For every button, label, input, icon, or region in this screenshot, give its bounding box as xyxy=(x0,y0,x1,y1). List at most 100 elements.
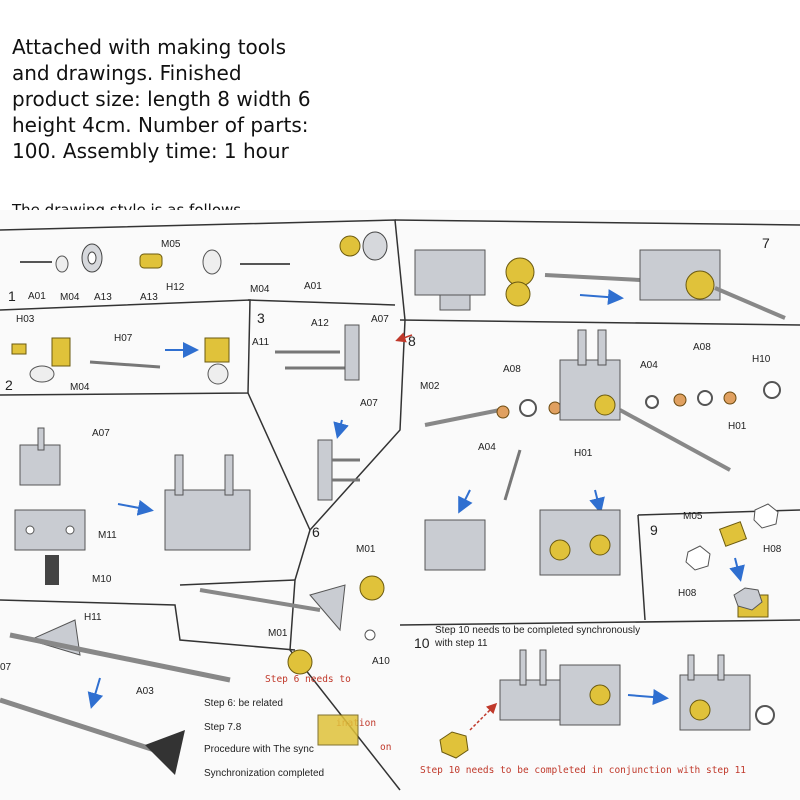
part-label: A07 xyxy=(92,428,110,439)
direction-arrow xyxy=(579,289,624,306)
step-3-panel: 3 A12 A07 A11 A07 xyxy=(252,310,389,501)
part-bracket xyxy=(344,324,360,381)
part-label: M01 xyxy=(356,544,376,555)
part-frame xyxy=(499,679,561,721)
part-label: M04 xyxy=(250,284,270,295)
part-rod xyxy=(199,588,321,612)
part-screw xyxy=(424,408,501,427)
part-label: M04 xyxy=(60,292,80,303)
step-10-panel: 10 Step 10 needs to be completed synchro… xyxy=(414,625,775,776)
part-label: A07 xyxy=(371,314,389,325)
step-note: Step 6: be related xyxy=(204,698,283,709)
part-washer xyxy=(55,255,69,273)
part-label: A13 xyxy=(94,292,112,303)
step-number: 6 xyxy=(312,524,320,540)
red-note: Step 6 needs to xyxy=(265,674,351,685)
step-7-panel: 7 xyxy=(414,235,786,320)
red-note-fragment: on xyxy=(380,742,391,753)
part-bracket xyxy=(145,730,185,775)
part-label: 07 xyxy=(0,662,12,673)
part-brass-nut xyxy=(439,731,469,759)
step-1-panel: 1 M05 A01 M04 A13 H12 A13 M04 A01 xyxy=(8,231,388,304)
part-label: M10 xyxy=(92,574,112,585)
part-bracket xyxy=(317,439,333,501)
headline-text: Attached with making tools and drawings.… xyxy=(12,34,372,164)
step-9-panel: 9 M05 H08 H08 xyxy=(650,503,782,618)
step-6-panel: 6 M01 M01 A10 Step 6 needs to Step 6: be… xyxy=(199,524,391,779)
headline-line: and drawings. Finished xyxy=(12,61,242,85)
part-label: A11 xyxy=(252,337,269,348)
direction-arrow xyxy=(729,557,745,582)
headline-line: product size: length 8 width 6 xyxy=(12,87,311,111)
step-5-panel: H11 07 A03 xyxy=(0,612,231,775)
part-rod xyxy=(89,360,161,369)
part-label: A07 xyxy=(360,398,378,409)
step-number: 7 xyxy=(762,235,770,251)
direction-arrow xyxy=(627,689,669,706)
part-label: M11 xyxy=(98,530,117,541)
part-label: M05 xyxy=(161,239,181,250)
part-long-rod xyxy=(0,697,171,758)
step-4-panel: A07 M11 M10 xyxy=(14,427,251,585)
part-rod xyxy=(619,408,731,472)
step-number: 8 xyxy=(408,333,416,349)
part-label: A08 xyxy=(693,342,711,353)
part-label: A01 xyxy=(28,291,46,302)
part-long-rod xyxy=(9,632,231,683)
part-brass-coupler xyxy=(718,521,748,547)
part-nut xyxy=(362,231,388,261)
step-header: Step 10 needs to be completed synchronou… xyxy=(435,625,640,636)
part-label: H07 xyxy=(114,333,133,344)
headline-line: Attached with making tools xyxy=(12,35,286,59)
direction-arrow xyxy=(589,489,605,514)
part-rod xyxy=(544,273,641,282)
part-brass-wheel xyxy=(339,235,361,257)
step-number: 2 xyxy=(5,377,13,393)
part-brass-coupler xyxy=(139,253,163,269)
step-number: 3 xyxy=(257,310,265,326)
part-label: M02 xyxy=(420,381,440,392)
step-8-panel: 8 M02 A08 A04 A08 H10 H01 A04 H01 xyxy=(395,329,781,576)
part-label: A08 xyxy=(503,364,521,375)
part-assembly xyxy=(164,489,251,551)
part-nut xyxy=(685,545,711,571)
step-number: 1 xyxy=(8,288,16,304)
part-brass-wheel xyxy=(287,649,313,675)
part-washer xyxy=(29,365,55,383)
part-brass-bushing xyxy=(11,343,27,355)
instruction-sheet: 1 M05 A01 M04 A13 H12 A13 M04 A01 2 H03 … xyxy=(0,210,800,800)
part-label: H01 xyxy=(728,421,747,432)
direction-arrow xyxy=(117,499,154,516)
step-2-panel: 2 H03 H07 M04 xyxy=(5,314,230,393)
part-assembled-axle xyxy=(204,337,230,363)
part-bolt xyxy=(45,555,59,585)
part-brass-wheel xyxy=(359,575,385,601)
direction-arrow xyxy=(458,489,473,514)
part-washer xyxy=(202,249,222,275)
part-label: A12 xyxy=(311,318,329,329)
part-label: H08 xyxy=(678,588,697,599)
part-label: A01 xyxy=(304,281,322,292)
part-label: M05 xyxy=(683,511,703,522)
part-assembly xyxy=(424,519,486,571)
step-note: Synchronization completed xyxy=(204,768,324,779)
red-note: Step 10 needs to be completed in conjunc… xyxy=(420,765,746,776)
part-label: H12 xyxy=(166,282,185,293)
part-label: M01 xyxy=(268,628,288,639)
direction-arrow xyxy=(87,677,104,709)
part-label: A03 xyxy=(136,686,154,697)
step-header: with step 11 xyxy=(434,638,488,649)
step-number: 10 xyxy=(414,635,430,651)
part-brass-wheel xyxy=(317,714,359,746)
part-brass-axle xyxy=(51,337,71,367)
step-number: 9 xyxy=(650,522,658,538)
part-label: H01 xyxy=(574,448,593,459)
part-bracket xyxy=(309,584,346,632)
headline-line: 100. Assembly time: 1 hour xyxy=(12,139,289,163)
step-note: Procedure with The sync xyxy=(204,744,314,755)
part-label: H08 xyxy=(763,544,782,555)
part-label: A04 xyxy=(478,442,496,453)
part-frame xyxy=(414,249,486,296)
part-label: M04 xyxy=(70,382,90,393)
direction-arrow xyxy=(333,419,349,439)
